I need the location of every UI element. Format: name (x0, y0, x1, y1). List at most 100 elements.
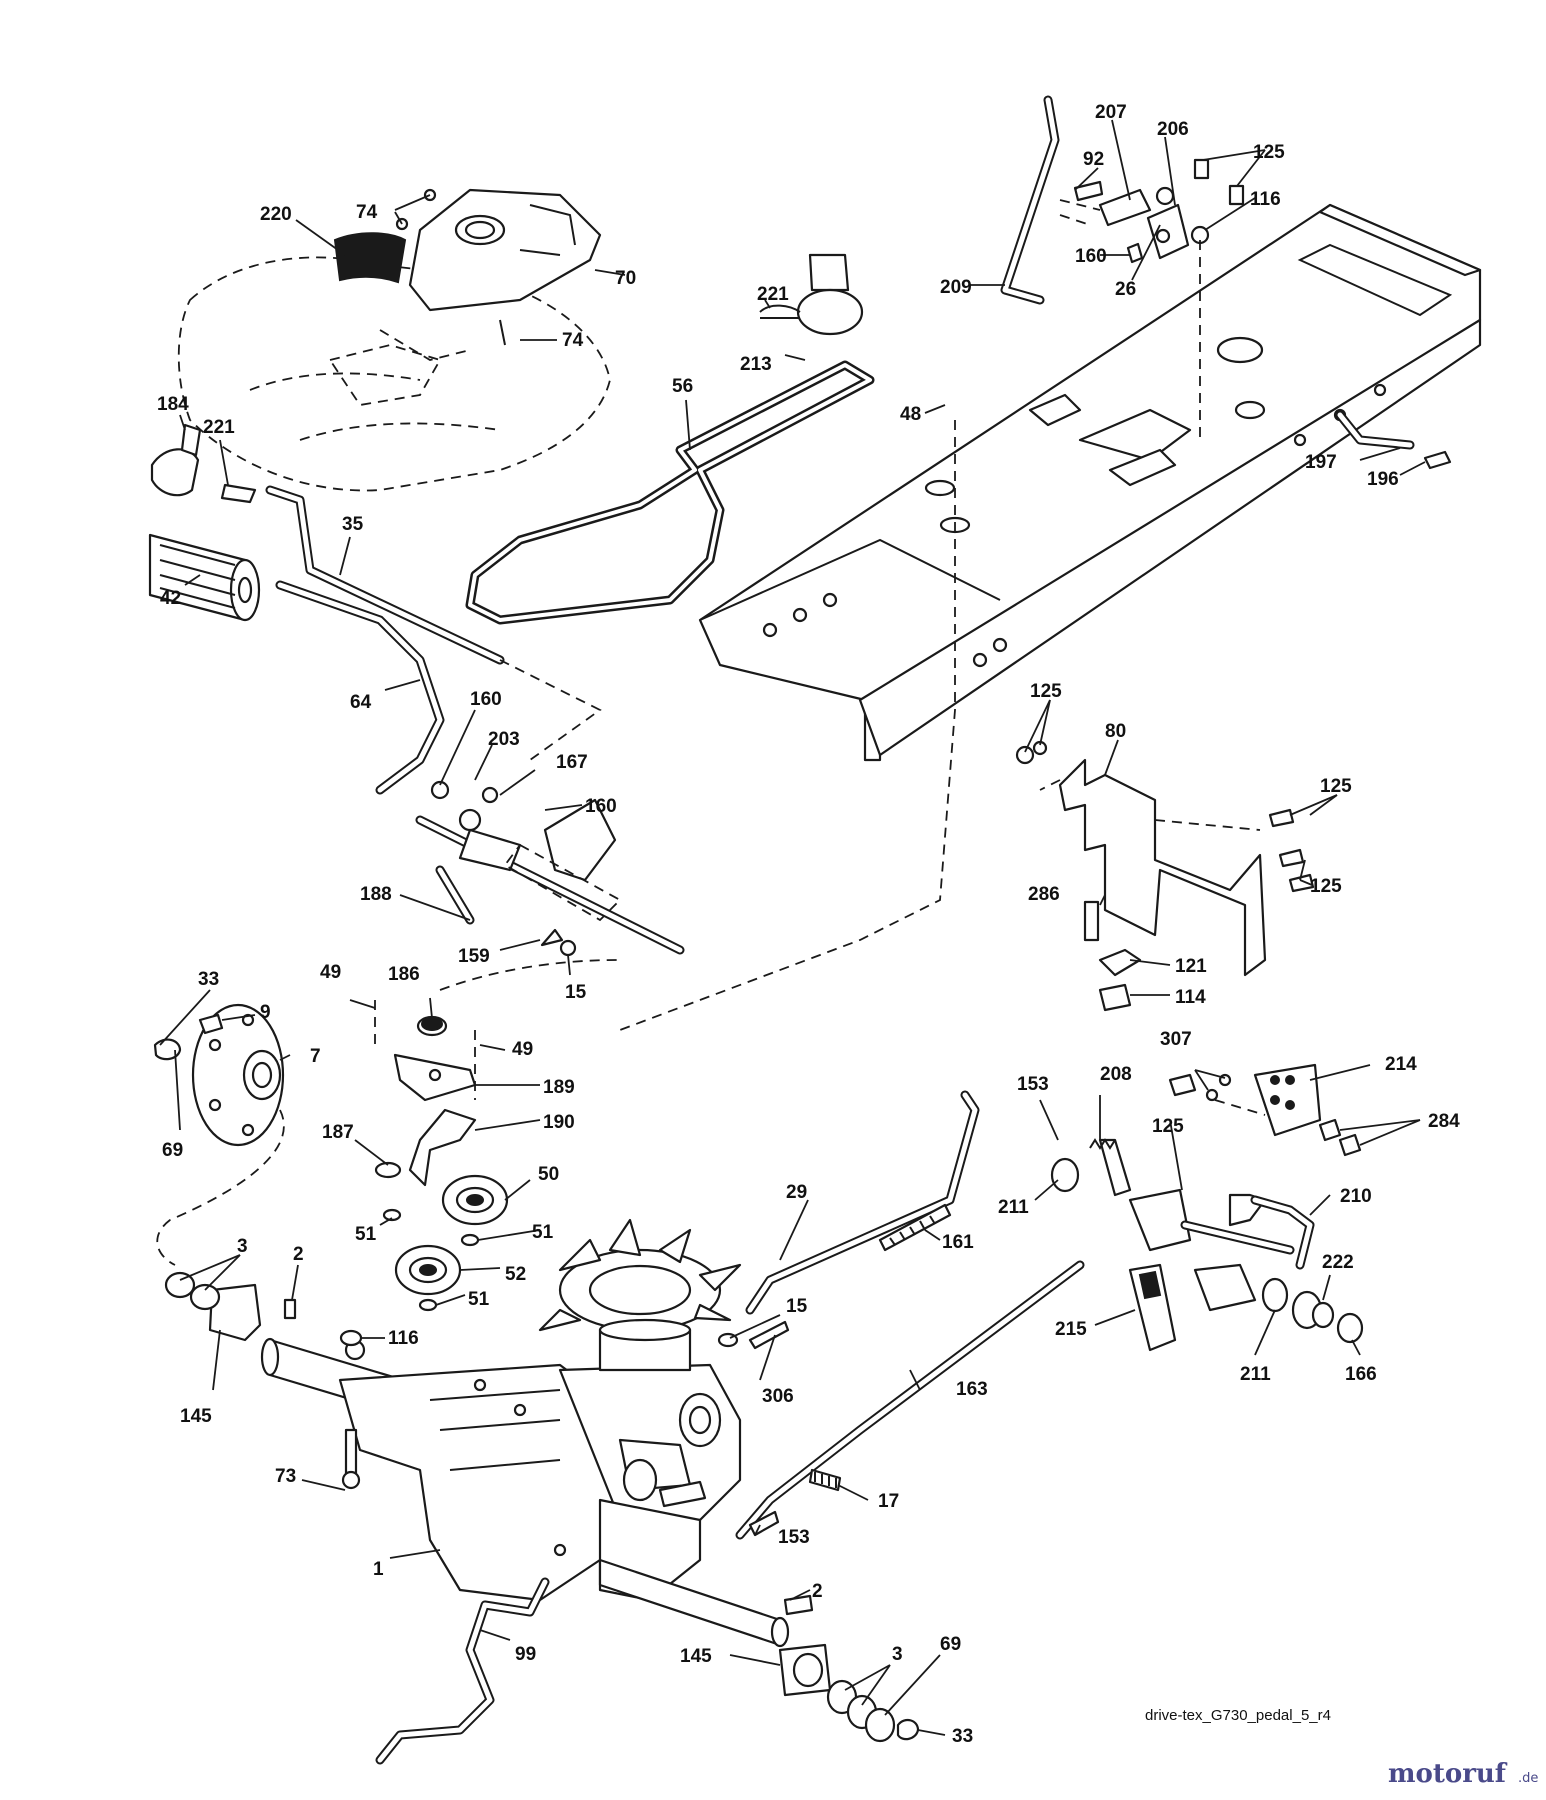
cooling-fan (538, 1218, 742, 1372)
callout-92: 92 (1083, 149, 1104, 170)
callout-203: 203 (488, 729, 520, 750)
callout-2: 2 (293, 1244, 304, 1265)
callout-51: 51 (355, 1224, 377, 1245)
callout-197: 197 (1305, 452, 1337, 473)
callout-153: 153 (1017, 1074, 1049, 1095)
callout-125: 125 (1030, 681, 1062, 702)
pedal-assembly (1050, 1063, 1364, 1352)
callout-160: 160 (1075, 246, 1107, 267)
callout-9: 9 (260, 1002, 271, 1023)
callout-153: 153 (778, 1527, 810, 1548)
callout-221: 221 (757, 284, 789, 305)
hood-cover (408, 188, 602, 312)
callout-49: 49 (320, 962, 341, 983)
callout-125: 125 (1310, 876, 1342, 897)
brand-logo: motoruf .de (1388, 1759, 1538, 1789)
callout-69: 69 (162, 1140, 183, 1161)
callout-64: 64 (350, 692, 372, 713)
axle-end-parts (164, 1271, 920, 1743)
callout-207: 207 (1095, 102, 1127, 123)
callout-114: 114 (1175, 987, 1206, 1008)
callout-145: 145 (180, 1406, 212, 1427)
callout-189: 189 (543, 1077, 575, 1098)
pedal-shaft (415, 780, 685, 957)
fender-assembly (177, 188, 611, 492)
callout-214: 214 (1385, 1054, 1417, 1075)
callout-220: 220 (260, 204, 292, 225)
callout-52: 52 (505, 1264, 526, 1285)
knob-assembly (759, 253, 864, 336)
callout-286: 286 (1028, 884, 1060, 905)
callout-159: 159 (458, 946, 490, 967)
reference-code: drive-tex_G730_pedal_5_r4 (1145, 1707, 1331, 1724)
transaxle (260, 1337, 790, 1648)
callout-42: 42 (160, 588, 181, 609)
callout-116: 116 (388, 1328, 419, 1349)
grip-pad (333, 232, 407, 284)
callout-209: 209 (940, 277, 972, 298)
callout-15: 15 (786, 1296, 808, 1317)
callout-188: 188 (360, 884, 392, 905)
callout-17: 17 (878, 1491, 899, 1512)
callout-7: 7 (310, 1046, 321, 1067)
callout-187: 187 (322, 1122, 354, 1143)
callout-121: 121 (1175, 956, 1207, 977)
bypass-rod (375, 1577, 550, 1765)
callout-labels: 220 74 70 74 221 213 56 184 221 42 35 64… (157, 102, 1460, 1747)
callout-51: 51 (532, 1222, 554, 1243)
callout-161: 161 (942, 1232, 974, 1253)
callout-184: 184 (157, 394, 189, 415)
callout-1: 1 (373, 1559, 384, 1580)
callout-211: 211 (998, 1197, 1029, 1218)
callout-50: 50 (538, 1164, 559, 1185)
callout-163: 163 (956, 1379, 988, 1400)
callout-26: 26 (1115, 279, 1136, 300)
brand-suffix: .de (1518, 1771, 1538, 1786)
callout-210: 210 (1340, 1186, 1372, 1207)
callout-167: 167 (556, 752, 588, 773)
callout-33: 33 (952, 1726, 973, 1747)
callout-222: 222 (1322, 1252, 1354, 1273)
callout-3: 3 (237, 1236, 248, 1257)
callout-125: 125 (1320, 776, 1352, 797)
callout-29: 29 (786, 1182, 807, 1203)
callout-306: 306 (762, 1386, 794, 1407)
callout-2: 2 (812, 1581, 823, 1602)
callout-284: 284 (1428, 1111, 1460, 1132)
callout-3: 3 (892, 1644, 903, 1665)
callout-160: 160 (585, 796, 617, 817)
callout-213: 213 (740, 354, 772, 375)
tie-rod-197 (1335, 410, 1452, 470)
callout-307: 307 (1160, 1029, 1192, 1050)
callout-99: 99 (515, 1644, 536, 1665)
callout-160: 160 (470, 689, 502, 710)
callout-69: 69 (940, 1634, 961, 1655)
callout-196: 196 (1367, 469, 1399, 490)
bracket-80 (1015, 740, 1315, 1012)
callout-80: 80 (1105, 721, 1126, 742)
control-rods (265, 485, 602, 795)
callout-215: 215 (1055, 1319, 1087, 1340)
linkage-rods (717, 1090, 1085, 1540)
callout-125: 125 (1253, 142, 1285, 163)
callout-145: 145 (680, 1646, 712, 1667)
callout-73: 73 (275, 1466, 296, 1487)
chassis-frame (619, 203, 1482, 1031)
drive-belt (465, 360, 875, 625)
leader-lines (159, 119, 1426, 1736)
callout-116: 116 (1250, 189, 1281, 210)
callout-35: 35 (342, 514, 364, 535)
callout-190: 190 (543, 1112, 575, 1133)
callout-74: 74 (562, 330, 584, 351)
callout-49: 49 (512, 1039, 533, 1060)
wheel-hub-assembly (153, 1003, 285, 1266)
callout-48: 48 (900, 404, 921, 425)
callout-221: 221 (203, 417, 235, 438)
callout-74: 74 (356, 202, 378, 223)
callout-33: 33 (198, 969, 219, 990)
shift-lever-assembly (1000, 95, 1245, 440)
callout-206: 206 (1157, 119, 1189, 140)
callout-56: 56 (672, 376, 693, 397)
callout-211: 211 (1240, 1364, 1271, 1385)
